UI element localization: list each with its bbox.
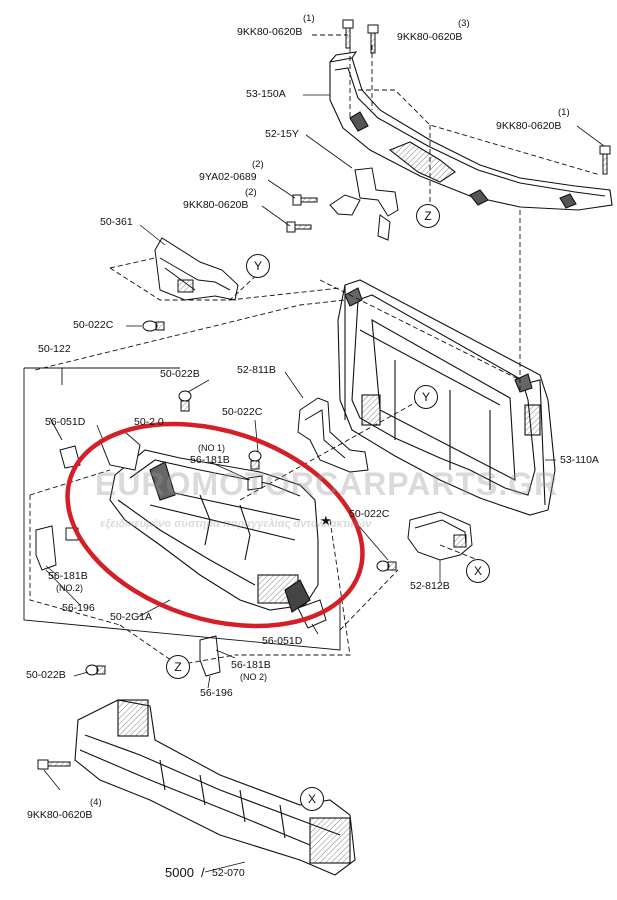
ref-circle-x: X (300, 787, 324, 811)
clip-icon (85, 390, 397, 676)
assembly-boundary-lines (29, 34, 601, 666)
part-label[interactable]: 9KK80-0620B (183, 199, 249, 211)
upper-bracket-53-150a (329, 51, 613, 211)
note-label: (NO 1) (198, 443, 225, 453)
quantity-label: (2) (252, 159, 264, 170)
part-label[interactable]: 52-15Y (265, 128, 299, 140)
star-marker: ★ (320, 513, 332, 528)
part-label[interactable]: 9KK80-0620B (397, 31, 463, 43)
ref-circle-z: Z (166, 655, 190, 679)
part-label[interactable]: 56-196 (200, 687, 233, 699)
part-label[interactable]: 50-022C (349, 508, 390, 520)
part-label[interactable]: 50-2G1A (110, 611, 153, 623)
part-label[interactable]: 56-181B (190, 454, 230, 466)
part-label[interactable]: 50-361 (100, 216, 133, 228)
part-label[interactable]: 9KK80-0620B (27, 809, 93, 821)
quantity-label: (1) (558, 107, 570, 118)
part-label[interactable]: 5000 (165, 865, 194, 880)
bolt-icon (37, 759, 71, 770)
leader-lines (45, 94, 605, 689)
part-label[interactable]: 56-181B (231, 659, 271, 671)
bolt-icon (286, 19, 611, 233)
ref-circle-y: Y (246, 254, 270, 278)
assembly-bracket-lines (23, 367, 341, 651)
note-label: (NO.2) (56, 583, 83, 593)
part-label[interactable]: 52-070 (212, 867, 245, 879)
part-label[interactable]: 56-051D (45, 416, 86, 428)
duct-50-361 (154, 237, 239, 301)
leader-line (204, 861, 246, 873)
duct-52-812b (407, 511, 473, 561)
part-label[interactable]: 50-022C (222, 406, 263, 418)
part-label[interactable]: 9KK80-0620B (496, 120, 562, 132)
part-label[interactable]: 50-2 0 (134, 416, 164, 428)
part-label[interactable]: 56-196 (62, 602, 95, 614)
clip-icon (142, 320, 165, 332)
pad-56-181b (35, 475, 263, 677)
ref-circle-y: Y (414, 385, 438, 409)
part-label[interactable]: 52-811B (237, 364, 276, 376)
note-label: (NO 2) (240, 672, 267, 682)
quantity-label: (4) (90, 797, 102, 808)
quantity-label: (1) (303, 13, 315, 24)
bumper-absorber-50-2g1a (109, 449, 319, 613)
part-label[interactable]: 53-150A (246, 88, 286, 100)
leader-line (43, 769, 61, 791)
bracket-52-15y (329, 167, 399, 241)
quantity-label: (2) (245, 187, 257, 198)
duct-52-811b (297, 397, 369, 473)
part-label[interactable]: 56-051D (262, 635, 303, 647)
part-label[interactable]: 50-022C (73, 319, 114, 331)
highlight-ellipse (65, 421, 365, 629)
part-label[interactable]: 50-022B (160, 368, 200, 380)
ref-circle-z: Z (416, 204, 440, 228)
watermark-text: EUROMOTORCARPARTS.GR (95, 466, 559, 502)
bumper-reinforcement-5000 (74, 699, 356, 876)
part-label[interactable]: 9YA02-0689 (199, 171, 257, 183)
part-label[interactable]: 56-181B (48, 570, 88, 582)
watermark-subtitle: εξειδικευμένο σύστημα παραγγελίας ανταλλ… (100, 518, 372, 530)
radiator-support-53-110a (337, 279, 556, 516)
part-label[interactable]: 53-110A (560, 454, 599, 466)
part-label[interactable]: 52-812B (410, 580, 450, 592)
part-label[interactable]: 9KK80-0620B (237, 26, 303, 38)
quantity-label: (3) (458, 18, 470, 29)
part-label[interactable]: 50-122 (38, 343, 71, 355)
ref-circle-x: X (466, 559, 490, 583)
separator-slash: / (201, 865, 205, 880)
part-label[interactable]: 50-022B (26, 669, 66, 681)
